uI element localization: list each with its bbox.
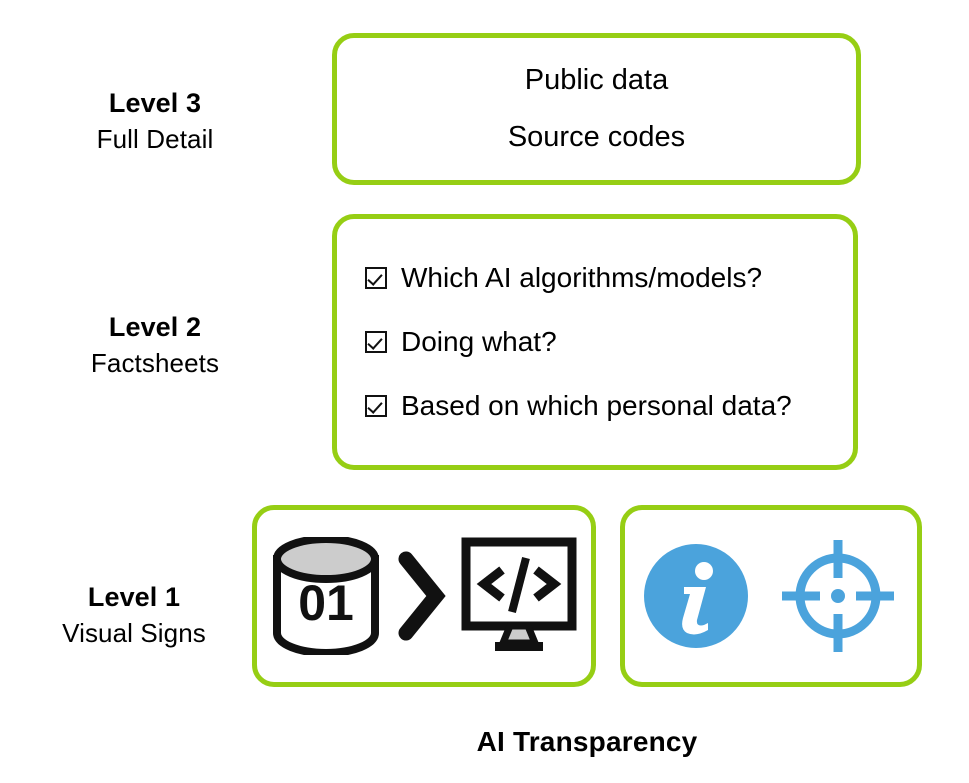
level-1-box-info-and-target[interactable] [620, 505, 922, 687]
level-3-item-public-data: Public data [524, 64, 669, 96]
list-item[interactable]: Doing what? [365, 328, 853, 356]
level-3-label: Level 3 Full Detail [20, 88, 290, 155]
database-cylinder-icon[interactable]: 01 [268, 537, 384, 655]
info-circle-icon[interactable] [642, 542, 750, 650]
checked-checkbox-icon[interactable] [365, 395, 387, 417]
level-3-box[interactable]: Public data Source codes [332, 33, 861, 185]
level-1-title: Level 1 [87, 582, 181, 612]
level-3-content: Public data Source codes [337, 38, 856, 180]
level-3-item-source-codes: Source codes [507, 121, 686, 153]
level-1-label: Level 1 Visual Signs [8, 582, 260, 649]
list-item[interactable]: Which AI algorithms/models? [365, 264, 853, 292]
icon-group-info-and-target [625, 510, 917, 682]
level-2-title: Level 2 [108, 312, 202, 342]
level-1-box-data-to-code[interactable]: 01 [252, 505, 596, 687]
level-2-checklist: Which AI algorithms/models? Doing what? … [337, 219, 853, 465]
level-3-title: Level 3 [108, 88, 202, 118]
list-item[interactable]: Based on which personal data? [365, 392, 853, 420]
level-3-subtitle: Full Detail [96, 123, 214, 154]
crosshair-target-icon[interactable] [776, 534, 900, 658]
level-2-item-label: Which AI algorithms/models? [401, 262, 763, 293]
svg-text:01: 01 [298, 575, 354, 631]
level-2-item-label: Based on which personal data? [401, 390, 792, 421]
checked-checkbox-icon[interactable] [365, 267, 387, 289]
chevron-right-icon [390, 537, 452, 655]
diagram-caption: AI Transparency [476, 726, 698, 757]
level-2-subtitle: Factsheets [90, 347, 220, 378]
code-monitor-icon[interactable] [458, 534, 580, 658]
checked-checkbox-icon[interactable] [365, 331, 387, 353]
level-2-box[interactable]: Which AI algorithms/models? Doing what? … [332, 214, 858, 470]
level-1-subtitle: Visual Signs [62, 617, 206, 648]
level-2-label: Level 2 Factsheets [20, 312, 290, 379]
icon-group-data-to-code: 01 [257, 510, 591, 682]
level-2-item-label: Doing what? [401, 326, 557, 357]
